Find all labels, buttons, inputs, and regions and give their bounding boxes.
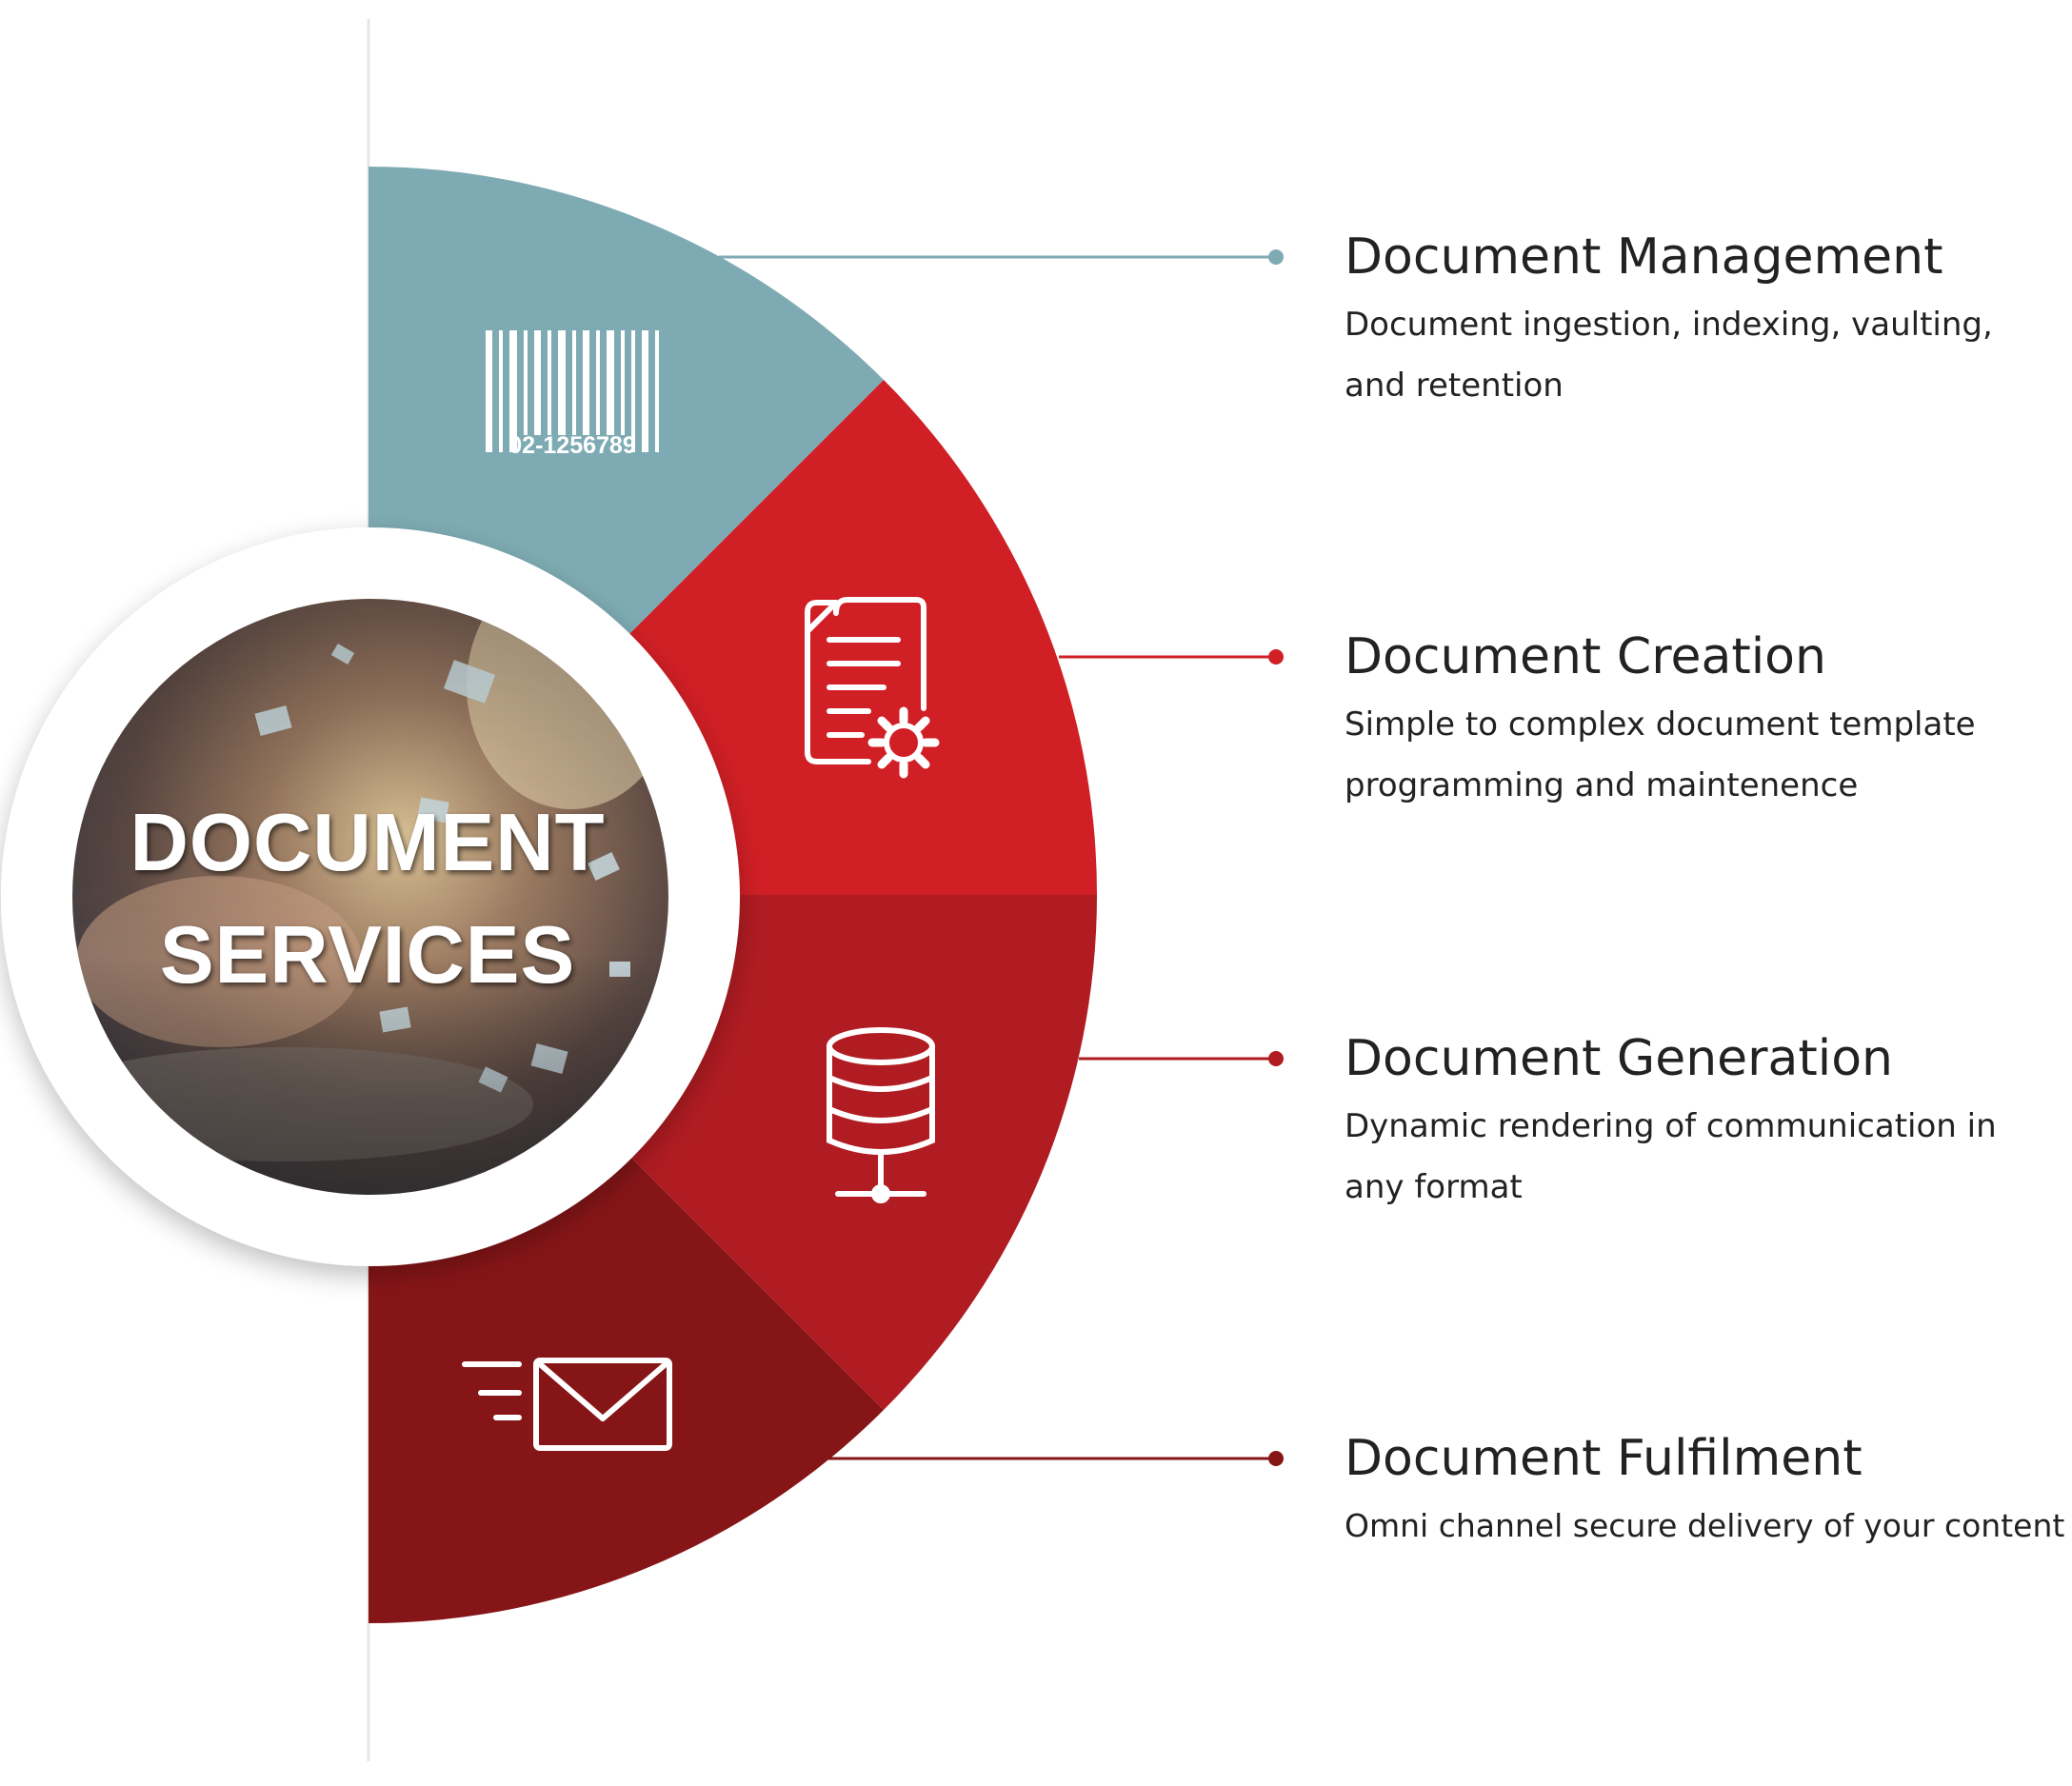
barcode-number: 02-1256789 [508, 432, 635, 459]
item-fulfilment: Document Fulfilment Omni channel secure … [1345, 1429, 2068, 1557]
item-creation: Document Creation Simple to complex docu… [1345, 627, 2068, 816]
connector-fulfilment [828, 1451, 1284, 1466]
connector-creation [1059, 649, 1284, 665]
center-title-line2: SERVICES [160, 910, 575, 1001]
item-description: Document ingestion, indexing, vaulting, … [1345, 306, 1993, 405]
item-description: Dynamic rendering of communication in an… [1345, 1107, 1997, 1206]
segment-management [369, 166, 884, 670]
item-description: Simple to complex document template prog… [1345, 705, 1976, 804]
item-description: Omni channel secure delivery of your con… [1345, 1507, 2065, 1544]
segment-fulfilment [369, 1120, 884, 1623]
connector-management [719, 249, 1284, 265]
segment-generation [593, 895, 1097, 1410]
database-icon [827, 1027, 935, 1203]
center-title-line1: DOCUMENT [130, 798, 605, 888]
connector-generation [1079, 1051, 1284, 1066]
item-title: Document Generation [1345, 1030, 1894, 1087]
item-management: Document Management Document ingestion, … [1345, 228, 2068, 416]
item-title: Document Creation [1345, 628, 1826, 685]
item-title: Document Fulfilment [1345, 1430, 1863, 1487]
barcode-icon: 02-1256789 [486, 330, 659, 459]
item-generation: Document Generation Dynamic rendering of… [1345, 1029, 2068, 1218]
item-title: Document Management [1345, 228, 1943, 286]
envelope-fast-icon [462, 1358, 672, 1451]
document-gear-icon [805, 597, 940, 779]
